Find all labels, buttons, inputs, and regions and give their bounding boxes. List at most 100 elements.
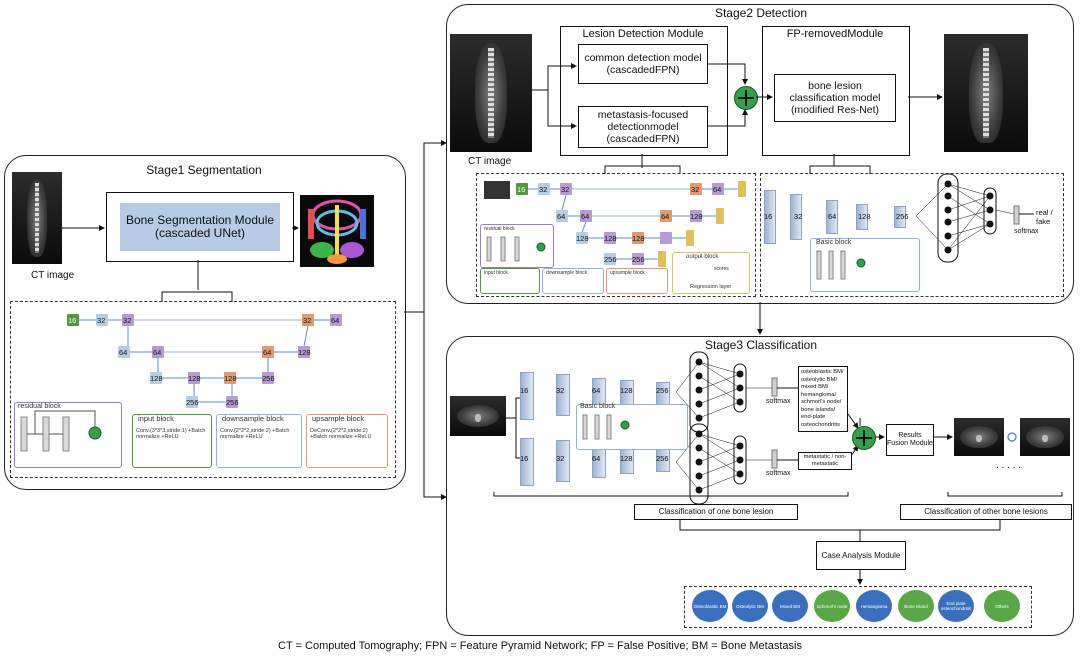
stage2-title: Stage2 Detection bbox=[714, 6, 808, 20]
stage1-ct-label: CT image bbox=[31, 270, 75, 281]
resnet-channel-label: 128 bbox=[858, 212, 871, 221]
stage1-legend-up-label: upsample block bbox=[312, 414, 365, 423]
fpn-cube bbox=[604, 232, 616, 244]
unet-cube bbox=[224, 372, 236, 384]
fpn-cube bbox=[716, 208, 724, 224]
resnet-channel-label: 64 bbox=[828, 212, 837, 221]
stage1-skeleton-output bbox=[300, 195, 374, 267]
stage2-resnet-detail bbox=[760, 173, 1064, 297]
other-lesions-label: Classification of other bone lesions bbox=[900, 504, 1072, 520]
fpn-channel-label: 32 bbox=[539, 185, 548, 194]
unet-channel-label: 64 bbox=[119, 348, 128, 357]
stage3-bottom-layer bbox=[556, 440, 570, 482]
category-mixed: Mixed BM bbox=[772, 590, 808, 622]
stage1-legend-up bbox=[306, 414, 388, 468]
stage1-segmentation-module: Bone Segmentation Module (cascaded UNet) bbox=[106, 192, 294, 262]
fpn-channel-label: 256 bbox=[604, 255, 617, 264]
unet-cube bbox=[96, 314, 108, 326]
unet-cube bbox=[152, 346, 164, 358]
stage2-ct-label: CT image bbox=[468, 156, 512, 167]
unet-cube bbox=[330, 314, 342, 326]
resnet-layer bbox=[790, 194, 802, 240]
stage3-bottom-channel: 64 bbox=[592, 454, 601, 463]
results-fusion-sum bbox=[852, 426, 876, 450]
fpn-channel-label: 128 bbox=[576, 234, 589, 243]
stage2-legend-input bbox=[480, 268, 540, 294]
category-schmorl: Schmorl's node bbox=[814, 590, 850, 622]
unet-channel-label: 256 bbox=[186, 398, 199, 407]
unet-channel-label: 64 bbox=[331, 316, 340, 325]
stage2-legend-regression: Regression layer bbox=[690, 284, 732, 290]
category-others: Others bbox=[984, 590, 1020, 622]
stage3-top-channel: 16 bbox=[520, 386, 529, 395]
stage1-legend-residual bbox=[14, 402, 122, 468]
resnet-channel-label: 16 bbox=[764, 212, 773, 221]
category-bone-island: Bone island bbox=[898, 590, 934, 622]
stage2-legend-up bbox=[606, 268, 668, 294]
stage3-bottom-channel: 128 bbox=[620, 454, 633, 463]
stage2-detection-output bbox=[944, 34, 1028, 152]
fpn-input-thumb bbox=[484, 181, 510, 199]
fpn-cube bbox=[690, 210, 702, 222]
fpn-channel-label: 16 bbox=[517, 185, 526, 194]
stage2-residual-diagram bbox=[486, 236, 546, 262]
unet-cube bbox=[122, 314, 134, 326]
unet-cube bbox=[118, 346, 130, 358]
stage1-legend-down bbox=[216, 414, 302, 468]
stage3-category-strip bbox=[684, 586, 1032, 628]
unet-channel-label: 256 bbox=[262, 374, 275, 383]
stage3-bottom-channel: 32 bbox=[556, 454, 565, 463]
stage2-basic-block bbox=[810, 238, 920, 292]
category-osteoblastic: Osteoblastic BM bbox=[692, 590, 728, 622]
unet-input-cube bbox=[67, 314, 79, 326]
stage2-ct-image bbox=[450, 34, 532, 152]
segmentation-module-label: Bone Segmentation Module (cascaded UNet) bbox=[120, 203, 280, 251]
fpn-cube bbox=[632, 253, 644, 265]
stage3-bottom-channel: 16 bbox=[520, 454, 529, 463]
stage2-legend-down-label: downsample block bbox=[546, 270, 588, 276]
stage2-output-real-fake: real / fake bbox=[1036, 208, 1053, 226]
fpn-channel-label: 32 bbox=[691, 185, 700, 194]
stage2-legend-residual bbox=[480, 224, 554, 268]
fpn-channel-label: 64 bbox=[557, 212, 566, 221]
stage3-result-thumb-2 bbox=[1020, 418, 1070, 456]
skeleton-render bbox=[308, 199, 366, 264]
unet-channel-label: 128 bbox=[150, 374, 163, 383]
fpn-cube bbox=[660, 232, 672, 244]
stage3-top-layer bbox=[556, 374, 570, 416]
unet-channel-label: 64 bbox=[153, 348, 162, 357]
fpn-cube bbox=[560, 183, 572, 195]
fpn-cube bbox=[660, 210, 672, 222]
fpn-channel-label: 128 bbox=[632, 234, 645, 243]
stage2-legend-up-label: upsample block bbox=[610, 270, 645, 276]
stage3-bottom-channel: 256 bbox=[656, 454, 669, 463]
resnet-layer bbox=[894, 206, 906, 228]
fpn-cube bbox=[658, 251, 666, 267]
fpn-channel-label: 32 bbox=[561, 185, 570, 194]
stage3-top-channel: 256 bbox=[656, 386, 669, 395]
fpn-channel-label: 64 bbox=[661, 212, 670, 221]
common-detection-model: common detection model (cascadedFPN) bbox=[578, 44, 708, 84]
case-analysis-module: Case Analysis Module bbox=[816, 541, 906, 570]
stage1-legend-down-label: downsample block bbox=[222, 414, 284, 423]
stage3-class-list: osteoblastic BM/ osteolytic BM/ mixed BM… bbox=[798, 366, 848, 432]
unet-cube bbox=[298, 346, 310, 358]
stage1-legend-down-desc: Conv.(2*2*2,stride:2) +Batch normalize +… bbox=[220, 428, 290, 440]
category-osteolytic: Osteolytic BM bbox=[732, 590, 768, 622]
stage1-ct-image bbox=[12, 172, 62, 264]
unet-cube bbox=[262, 346, 274, 358]
fpn-channel-label: 128 bbox=[690, 212, 703, 221]
unet-cube bbox=[150, 372, 162, 384]
unet-channel-label: 128 bbox=[298, 348, 311, 357]
footer-abbreviations: CT = Computed Tomography; FPN = Feature … bbox=[278, 640, 802, 652]
unet-cube bbox=[226, 396, 238, 408]
stage2-legend-residual-label: residual block bbox=[484, 226, 515, 232]
stage2-softmax: softmax bbox=[1014, 228, 1039, 235]
stage3-bottom-layer bbox=[520, 438, 534, 486]
fpn-cube bbox=[538, 183, 550, 195]
unet-channel-label: 128 bbox=[224, 374, 237, 383]
stage2-basic-block-label: Basic block bbox=[816, 239, 852, 246]
